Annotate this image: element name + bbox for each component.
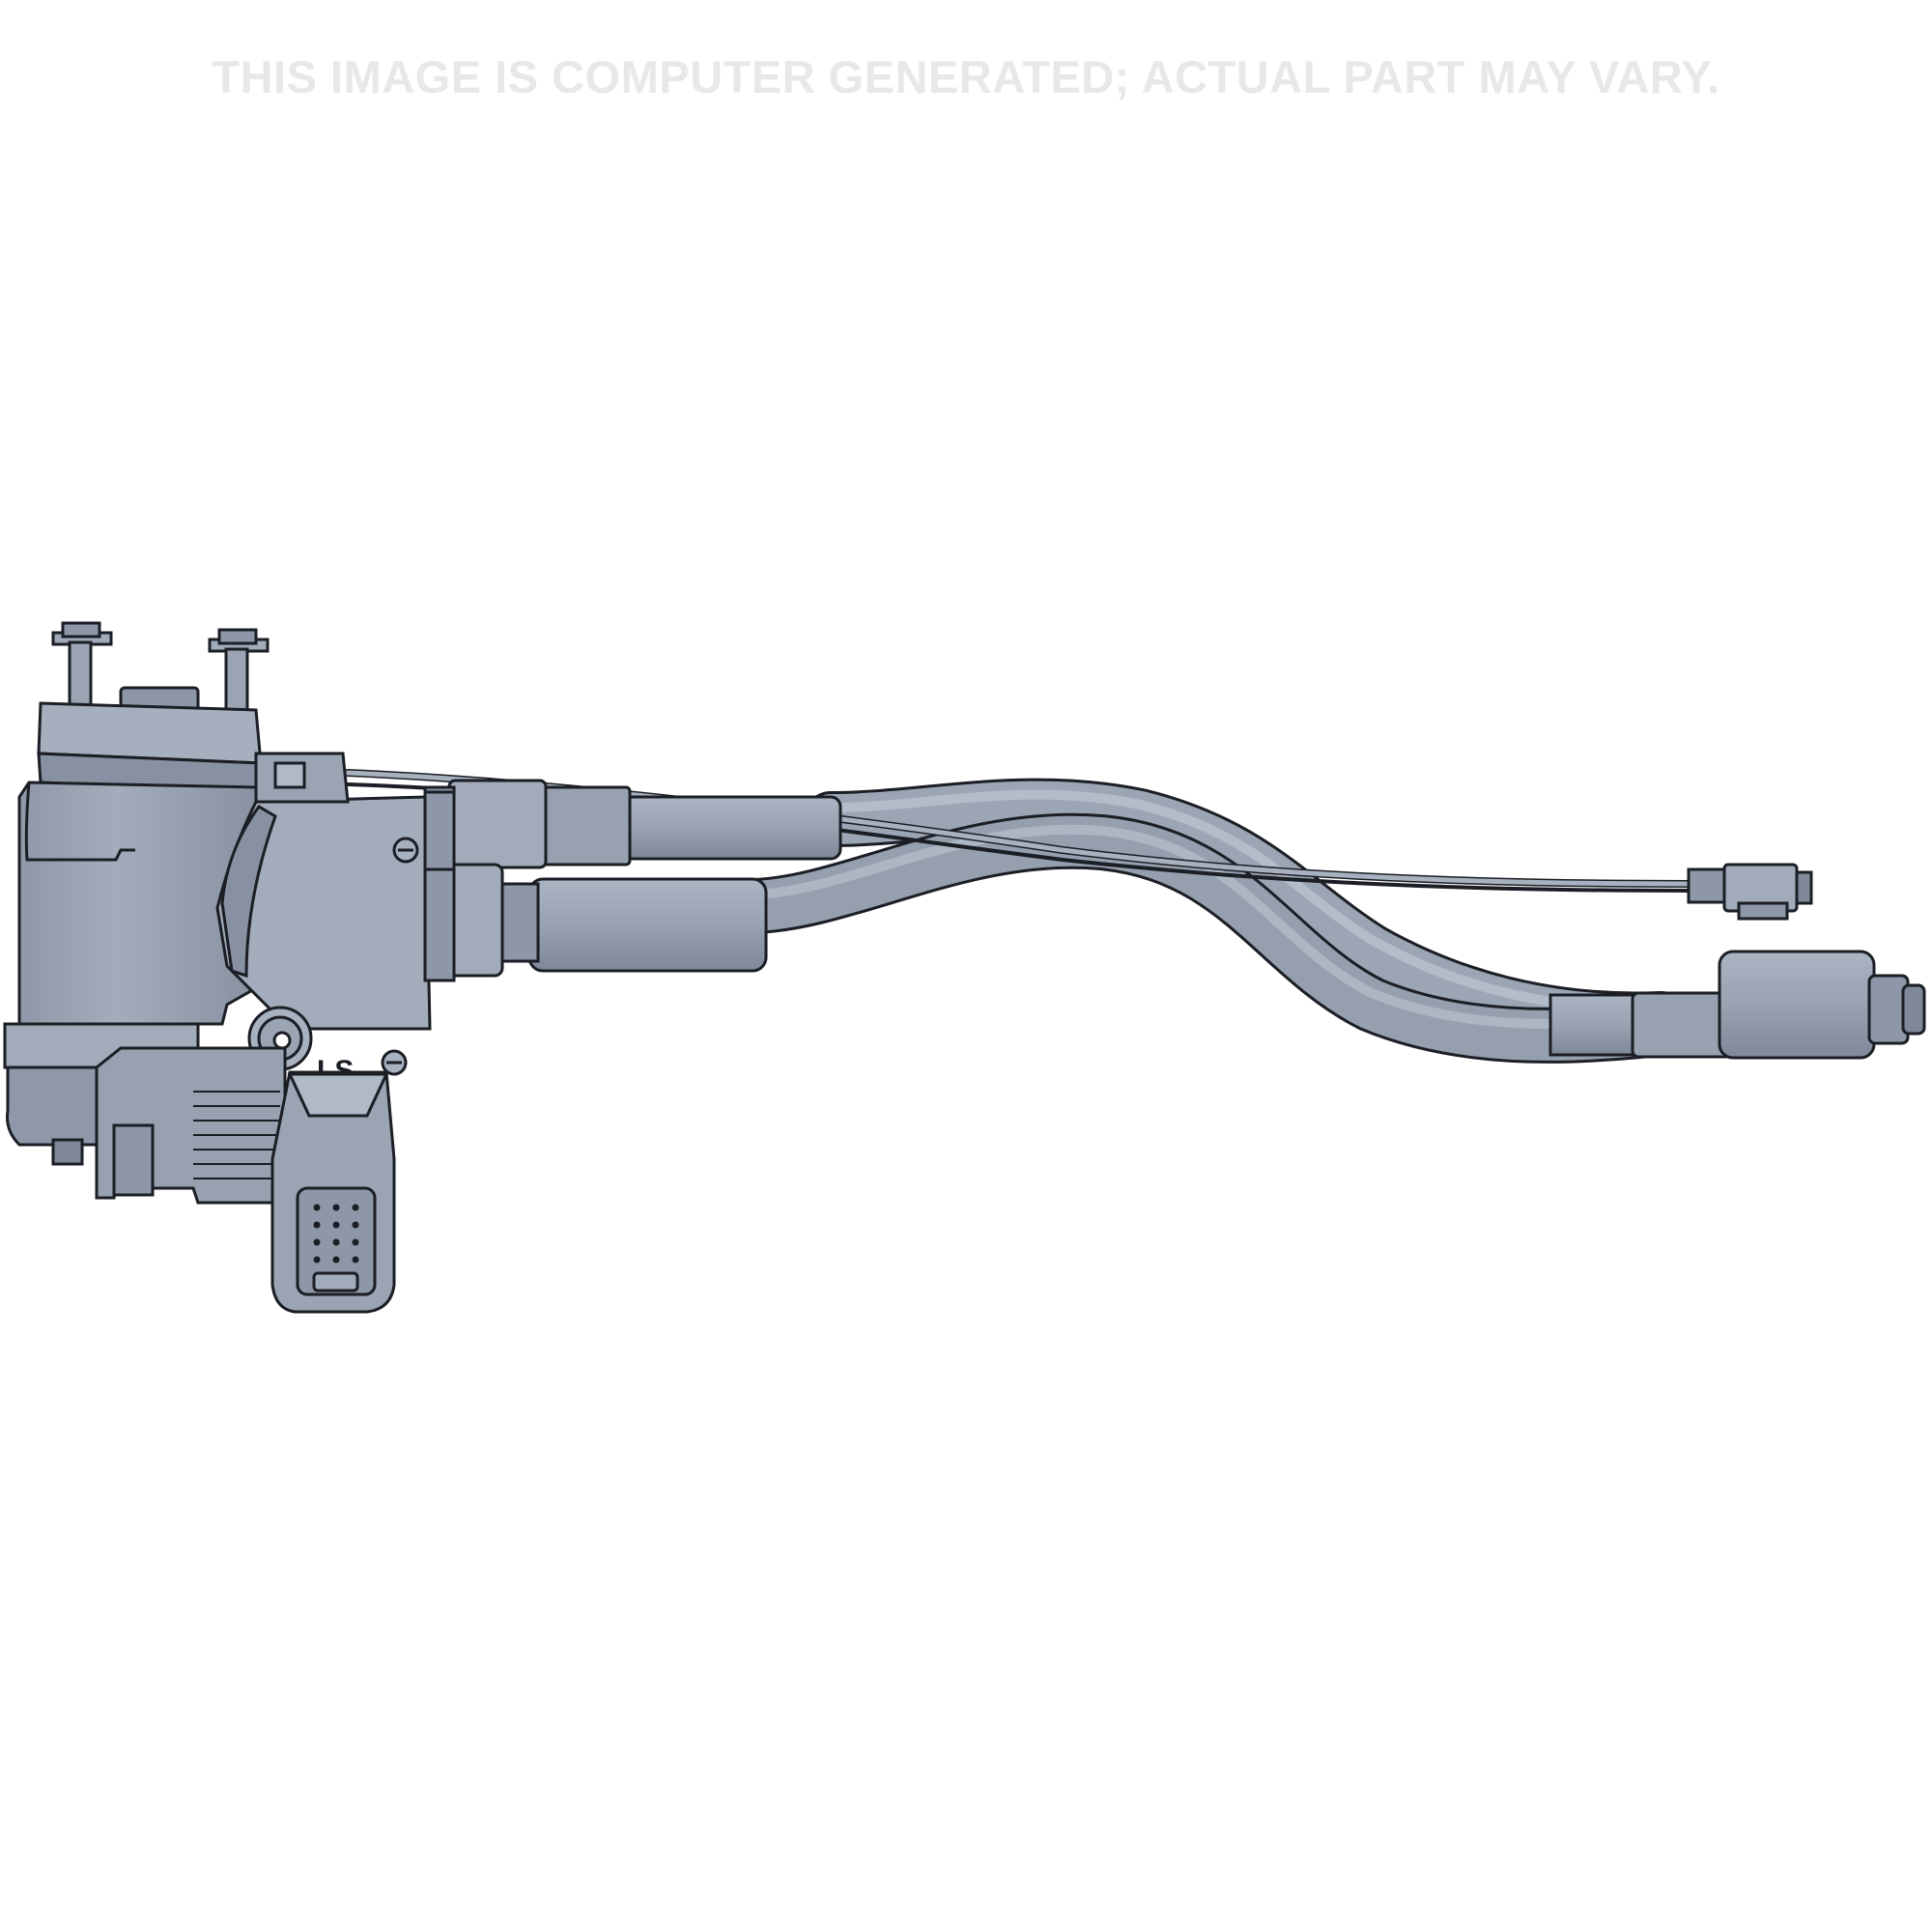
hose-end-fitting-right [1548, 950, 1926, 1060]
electrical-connector-icon [1687, 863, 1813, 921]
disclaimer-text: THIS IMAGE IS COMPUTER GENERATED; ACTUAL… [212, 51, 1720, 102]
hose-fitting-lower [433, 863, 768, 978]
mounting-bolt-right [208, 628, 270, 719]
coil-ribs [193, 1091, 280, 1179]
electrical-connector-plug [270, 1070, 396, 1314]
connector-pins [313, 1204, 359, 1264]
mounting-bolt-left [51, 621, 113, 712]
hydraulic-valve-unit [3, 621, 456, 1205]
